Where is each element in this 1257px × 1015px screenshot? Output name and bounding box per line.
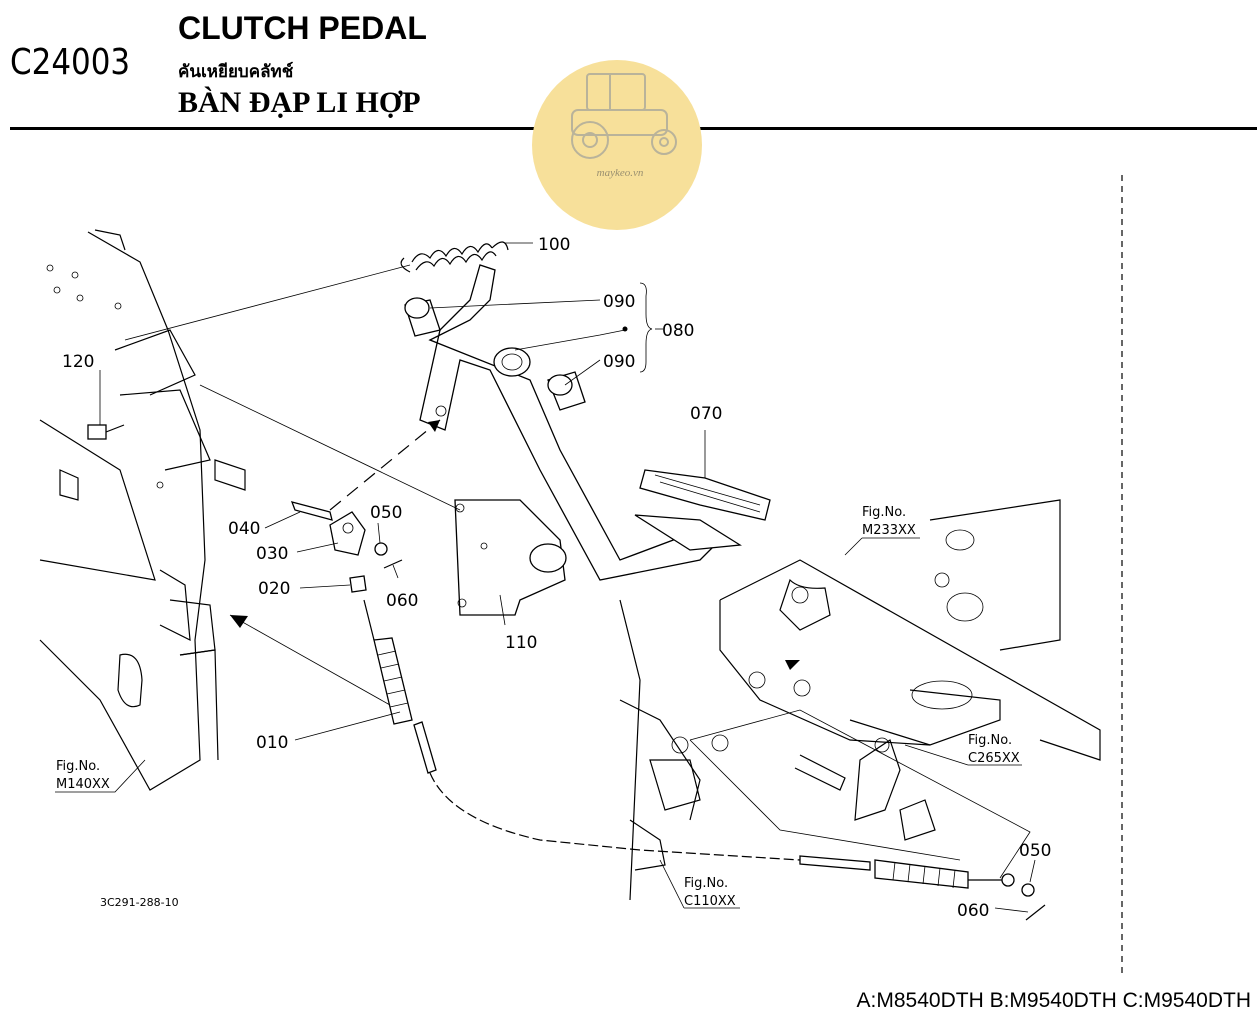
- fig-ref-code-c265: C265XX: [968, 751, 1020, 766]
- label-120: 120: [62, 352, 94, 372]
- part-100-spring: [400, 241, 509, 273]
- fig-ref-label-c110: Fig.No.: [684, 876, 728, 891]
- label-050-lower: 050: [1019, 841, 1051, 861]
- left-frame: [39, 229, 246, 791]
- label-090-lower: 090: [603, 352, 635, 372]
- part-120-bolt: [87, 424, 125, 440]
- label-080: 080: [662, 321, 694, 341]
- fig-ref-label-c265: Fig.No.: [968, 733, 1012, 748]
- clevis-assembly: [290, 501, 403, 593]
- fig-ref-label-m140: Fig.No.: [56, 759, 100, 774]
- label-070: 070: [690, 404, 722, 424]
- label-100: 100: [538, 235, 570, 255]
- title-english: CLUTCH PEDAL: [178, 10, 427, 46]
- label-090-upper: 090: [603, 292, 635, 312]
- part-010-clutch-cable: [363, 599, 1046, 921]
- title-thai: คันเหยียบคลัทช์: [178, 62, 294, 82]
- label-020: 020: [258, 579, 290, 599]
- leader-lines: [55, 242, 1036, 913]
- label-030: 030: [256, 544, 288, 564]
- drawing-ref-number: 3C291-288-10: [100, 896, 179, 909]
- label-060-upper: 060: [386, 591, 418, 611]
- title-vietnamese: BÀN ĐẠP LI HỢP: [178, 86, 421, 119]
- label-110: 110: [505, 633, 537, 653]
- label-010: 010: [256, 733, 288, 753]
- label-050-upper: 050: [370, 503, 402, 523]
- fig-ref-code-c110: C110XX: [684, 894, 736, 909]
- logo-text: maykeo.vn: [597, 167, 644, 179]
- fig-ref-code-m233: M233XX: [862, 523, 916, 538]
- label-040: 040: [228, 519, 260, 539]
- fig-ref-label-m233: Fig.No.: [862, 505, 906, 520]
- part-090-bushings: [404, 297, 586, 411]
- part-070-pedal-pad: [634, 469, 771, 551]
- model-applicability: A:M8540DTH B:M9540DTH C:M9540DTH: [856, 989, 1251, 1012]
- label-060-lower: 060: [957, 901, 989, 921]
- transmission-housing: [619, 499, 1101, 901]
- part-110-bracket: [454, 499, 567, 616]
- page-code: C24003: [10, 42, 131, 83]
- watermark-logo: maykeo.vn: [532, 60, 702, 230]
- fig-ref-code-m140: M140XX: [56, 777, 110, 792]
- tractor-icon: maykeo.vn: [571, 73, 677, 179]
